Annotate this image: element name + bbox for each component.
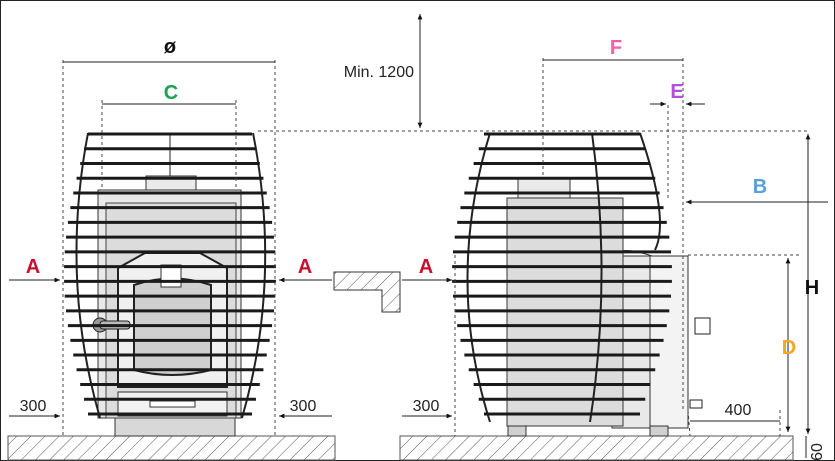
- side-cage-left: [466, 132, 491, 423]
- label-diameter: ø: [164, 36, 177, 58]
- cage-ribs-right: [452, 132, 672, 416]
- side-view-stove: [452, 132, 711, 437]
- label-b: B: [753, 176, 767, 198]
- label-300-mid-left: 300: [290, 398, 317, 415]
- cage-side-left: [75, 132, 101, 419]
- stove-stand: [114, 417, 236, 437]
- tank-valve: [694, 317, 711, 335]
- side-chimney-collar: [517, 177, 571, 199]
- front-view-stove: [64, 132, 276, 437]
- tank-tap: [689, 399, 703, 409]
- label-a-mid: A: [298, 256, 312, 278]
- label-300-left: 300: [20, 398, 47, 415]
- label-400: 400: [725, 402, 752, 419]
- cage-ribs-left: [64, 132, 276, 416]
- label-60: 60: [809, 443, 826, 461]
- foot-left: [507, 425, 527, 437]
- tank-front: [649, 255, 689, 429]
- label-min-height: Min. 1200: [344, 64, 414, 81]
- floor-left: [7, 435, 336, 461]
- label-c: C: [164, 82, 178, 104]
- foot-right: [649, 425, 669, 437]
- label-a-left: A: [26, 256, 40, 278]
- side-cage-right: [639, 132, 661, 251]
- label-h: H: [805, 277, 819, 299]
- wall-section: [333, 271, 401, 313]
- label-e: E: [670, 81, 683, 103]
- label-a-right: A: [419, 256, 433, 278]
- ash-drawer-handle: [149, 400, 196, 408]
- label-f: F: [610, 37, 622, 59]
- cage-side-right: [241, 132, 267, 419]
- door-badge: [160, 264, 182, 288]
- label-300-mid-right: 300: [413, 398, 440, 415]
- label-d: D: [782, 337, 796, 359]
- guide-lines: [62, 58, 810, 437]
- floor-right: [399, 435, 794, 461]
